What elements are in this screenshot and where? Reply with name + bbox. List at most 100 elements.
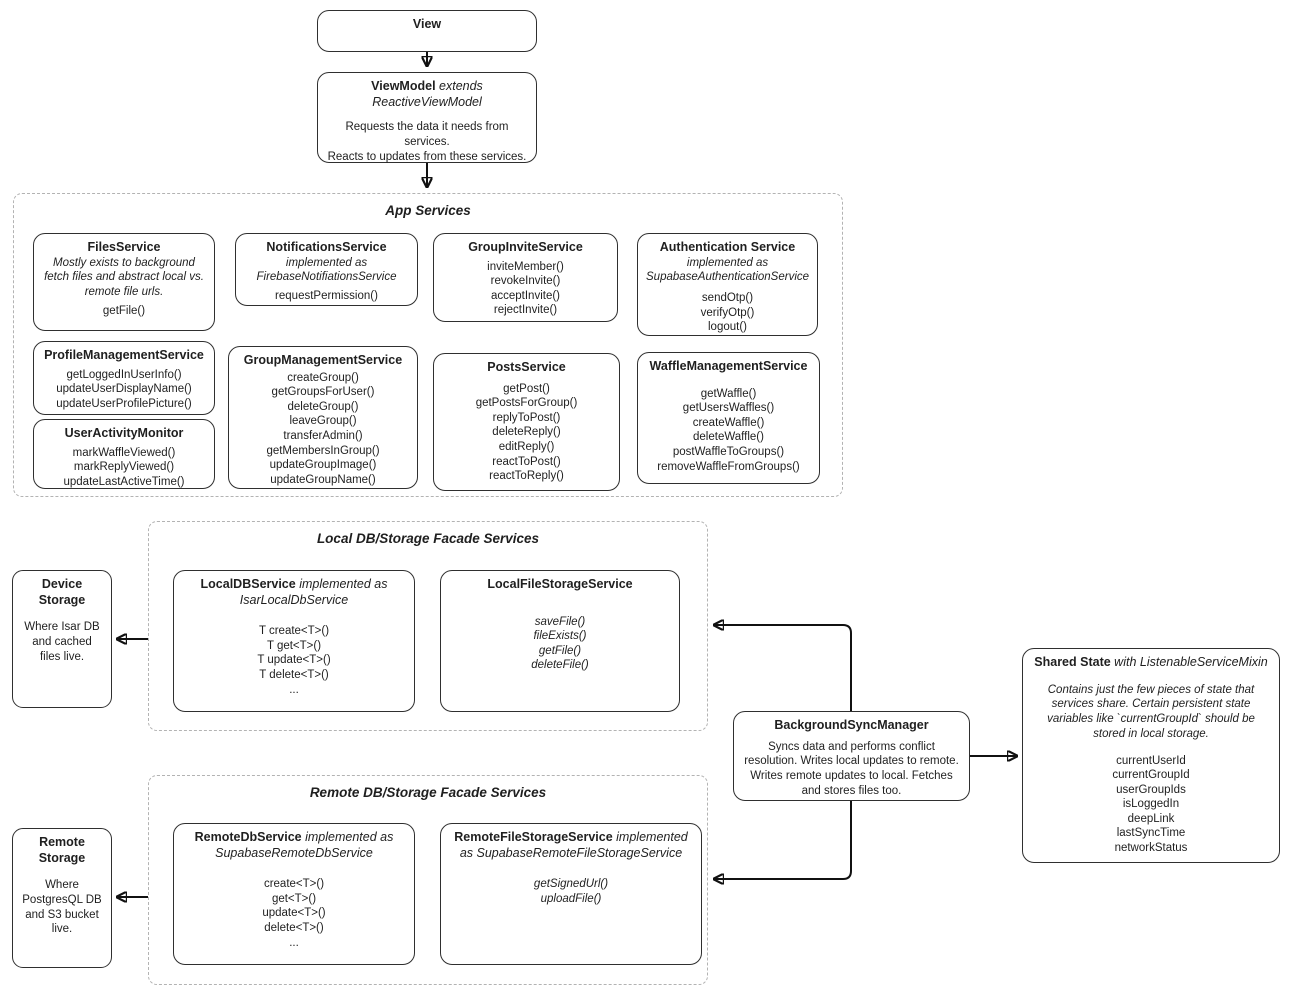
method: delete<T>() <box>264 922 324 935</box>
node-remote-file-storage-service-methods: getSignedUrl()uploadFile() <box>449 877 693 906</box>
node-authentication-service-title: Authentication Service <box>659 240 796 254</box>
method: inviteMember() <box>487 260 564 273</box>
node-group-invite-service: GroupInviteService inviteMember()revokeI… <box>433 233 618 322</box>
method: getGroupsForUser() <box>271 386 375 399</box>
node-group-management-service-title: GroupManagementService <box>243 353 403 367</box>
node-local-db-service-header: LocalDBService implemented as IsarLocalD… <box>182 577 406 608</box>
method: removeWaffleFromGroups() <box>657 460 800 473</box>
node-device-storage-title: Device Storage <box>38 577 86 607</box>
node-authentication-service-methods: sendOtp()verifyOtp()logout() <box>646 291 809 335</box>
node-remote-file-storage-service: RemoteFileStorageService implemented as … <box>440 823 702 965</box>
method: updateUserDisplayName() <box>56 383 192 396</box>
node-user-activity-monitor-methods: markWaffleViewed()markReplyViewed()updat… <box>42 446 206 490</box>
field: currentGroupId <box>1112 769 1190 782</box>
method: updateUserProfilePicture() <box>56 397 192 410</box>
node-local-db-service-title: LocalDBService <box>200 577 296 591</box>
node-local-file-storage-service-title: LocalFileStorageService <box>487 577 633 591</box>
node-remote-db-service: RemoteDbService implemented as SupabaseR… <box>173 823 415 965</box>
node-posts-service: PostsService getPost()getPostsForGroup()… <box>433 353 620 491</box>
group-app-services-title: App Services <box>385 203 471 218</box>
method: markReplyViewed() <box>73 461 175 474</box>
method: getFile() <box>102 304 146 317</box>
method: createWaffle() <box>692 416 765 429</box>
field: deepLink <box>1127 812 1175 825</box>
method: T create<T>() <box>258 625 330 638</box>
node-files-service: FilesService Mostly exists to background… <box>33 233 215 331</box>
group-remote-facade: Remote DB/Storage Facade Services <box>148 775 708 985</box>
node-profile-management-service-methods: getLoggedInUserInfo()updateUserDisplayNa… <box>42 368 206 412</box>
node-viewmodel-subtitle: extends ReactiveViewModel <box>372 79 483 109</box>
node-shared-state-subtitle: with ListenableServiceMixin <box>1114 655 1268 669</box>
group-local-facade: Local DB/Storage Facade Services <box>148 521 708 731</box>
method: updateGroupName() <box>270 473 376 486</box>
group-app-services: App Services <box>13 193 843 497</box>
node-viewmodel-title: ViewModel <box>371 79 436 93</box>
node-background-sync-manager-title: BackgroundSyncManager <box>774 718 929 732</box>
node-remote-db-service-methods: create<T>()get<T>()update<T>()delete<T>(… <box>182 877 406 950</box>
method: getWaffle() <box>700 387 757 400</box>
node-remote-file-storage-service-header: RemoteFileStorageService implemented as … <box>449 830 693 861</box>
node-group-management-service-methods: createGroup()getGroupsForUser()deleteGro… <box>237 371 409 488</box>
node-device-storage-body: Where Isar DB and cached files live. <box>24 621 100 663</box>
method: create<T>() <box>263 878 325 891</box>
method: verifyOtp() <box>700 306 755 319</box>
node-shared-state-title: Shared State <box>1034 655 1111 669</box>
method: transferAdmin() <box>283 430 363 442</box>
method: T delete<T>() <box>259 669 329 682</box>
node-user-activity-monitor-title: UserActivityMonitor <box>64 426 184 440</box>
method: getPostsForGroup() <box>475 397 578 410</box>
method: uploadFile() <box>540 892 602 905</box>
method: deleteFile() <box>531 659 589 672</box>
node-files-service-methods: getFile() <box>42 304 206 319</box>
node-remote-db-service-header: RemoteDbService implemented as SupabaseR… <box>182 830 406 861</box>
method: replyToPost() <box>492 411 561 424</box>
connector-syncmanager-to-local-facade <box>714 625 852 711</box>
node-local-file-storage-service: LocalFileStorageService saveFile()fileEx… <box>440 570 680 712</box>
node-shared-state-header: Shared State with ListenableServiceMixin <box>1031 655 1271 671</box>
node-view-title: View <box>412 17 442 31</box>
node-user-activity-monitor: UserActivityMonitor markWaffleViewed()ma… <box>33 419 215 489</box>
node-remote-db-service-subtitle: implemented as SupabaseRemoteDbService <box>215 830 394 860</box>
node-group-management-service: GroupManagementService createGroup()getG… <box>228 346 418 489</box>
method: update<T>() <box>262 907 326 920</box>
node-group-invite-service-title: GroupInviteService <box>468 240 583 254</box>
node-waffle-management-service: WaffleManagementService getWaffle()getUs… <box>637 352 820 484</box>
group-local-facade-title: Local DB/Storage Facade Services <box>316 531 540 546</box>
method: deleteGroup() <box>287 400 359 413</box>
method: reactToPost() <box>492 455 561 468</box>
connector-syncmanager-to-remote-facade <box>714 801 852 879</box>
node-view: View <box>317 10 537 52</box>
method: getUsersWaffles() <box>682 402 775 415</box>
field: userGroupIds <box>1116 783 1186 796</box>
node-notifications-service-subtitle: implemented as FirebaseNotifiationsServi… <box>256 256 397 284</box>
node-remote-storage-body: Where PostgresQL DB and S3 bucket live. <box>22 879 102 936</box>
node-authentication-service: Authentication Service implemented as Su… <box>637 233 818 336</box>
node-shared-state: Shared State with ListenableServiceMixin… <box>1022 648 1280 863</box>
node-group-invite-service-methods: inviteMember()revokeInvite()acceptInvite… <box>442 260 609 318</box>
method: deleteWaffle() <box>693 431 764 444</box>
method: ... <box>289 683 299 696</box>
method: T get<T>() <box>266 639 322 652</box>
node-remote-storage-title: Remote Storage <box>38 835 86 865</box>
node-notifications-service: NotificationsService implemented as Fire… <box>235 233 418 306</box>
method: reactToReply() <box>489 470 564 483</box>
method: updateLastActiveTime() <box>63 475 185 488</box>
node-local-db-service-subtitle: implemented as IsarLocalDbService <box>239 577 388 607</box>
node-files-service-description: Mostly exists to background fetch files … <box>44 256 204 299</box>
field: isLoggedIn <box>1122 798 1180 811</box>
method: getMembersInGroup() <box>266 444 380 457</box>
node-posts-service-methods: getPost()getPostsForGroup()replyToPost()… <box>442 382 611 484</box>
field: networkStatus <box>1114 842 1188 855</box>
node-viewmodel: ViewModel extends ReactiveViewModel Requ… <box>317 72 537 163</box>
node-local-file-storage-service-methods: saveFile()fileExists()getFile()deleteFil… <box>449 615 671 673</box>
method: T update<T>() <box>257 654 331 667</box>
node-files-service-title: FilesService <box>87 240 161 254</box>
method: ... <box>289 936 299 949</box>
method: updateGroupImage() <box>269 459 377 472</box>
node-posts-service-title: PostsService <box>487 360 566 374</box>
method: leaveGroup() <box>289 415 357 428</box>
node-remote-storage: Remote Storage Where PostgresQL DB and S… <box>12 828 112 968</box>
node-authentication-service-subtitle: implemented as SupabaseAuthenticationSer… <box>646 256 810 284</box>
